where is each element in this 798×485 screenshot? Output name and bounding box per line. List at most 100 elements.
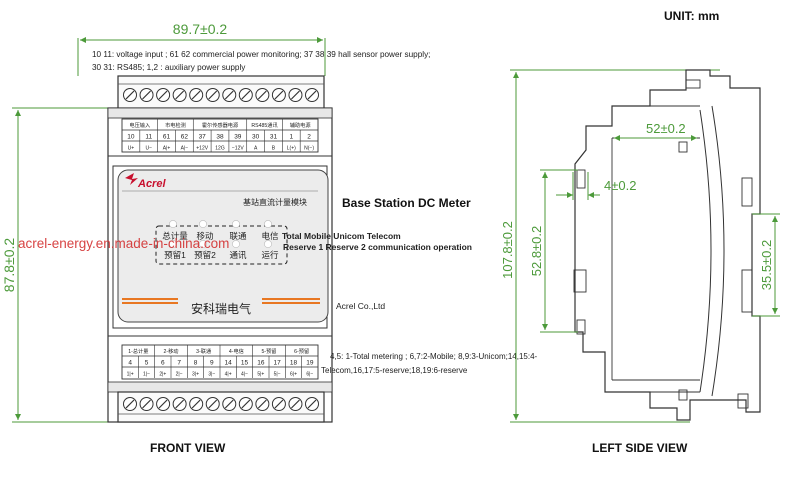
terminal-number: 31: [270, 134, 278, 141]
height-dimension: 87.8±0.2: [1, 238, 17, 293]
terminal-group-header: 3-联通: [196, 347, 212, 355]
side-height-dimension: 107.8±0.2: [500, 221, 515, 279]
terminal-signal: 4|+: [225, 372, 232, 378]
indicator-led: [169, 240, 177, 248]
terminal-signal: N(−): [304, 146, 314, 152]
width-dimension: 89.7±0.2: [173, 21, 228, 37]
terminal-signal: A|+: [163, 146, 171, 152]
terminal-number: 15: [241, 360, 249, 367]
top-terminal-table: 10 11 61 62 37 38 39 30 31 1 2U+ U− A|+ A|− +12V 12G −12…: [127, 119, 314, 152]
terminal-number: 1: [289, 134, 293, 141]
terminal-signal: 3|+: [192, 372, 199, 378]
terminal-number: 17: [274, 360, 282, 367]
terminal-group-header: 6-预留: [294, 347, 309, 355]
indicator-label: 联通: [229, 231, 247, 241]
terminal-number: 38: [216, 134, 224, 141]
top-terminal-screws: [123, 88, 319, 102]
terminal-number: 7: [177, 360, 181, 367]
indicator-label: 预留2: [194, 250, 216, 260]
indicator-led: [232, 240, 240, 248]
terminal-group-header: 1-总计量: [128, 347, 148, 355]
bottom-note-1: 4,5: 1-Total metering ; 6,7:2-Mobile; 8,…: [330, 352, 538, 361]
front-view: 89.7±0.2 10 11: voltage input ; 61 62 co…: [1, 21, 430, 455]
acrel-logo: Acrel: [137, 178, 166, 190]
terminal-group-header: 市电检测: [165, 121, 186, 129]
terminal-signal: 1|−: [143, 372, 150, 378]
terminal-number: 5: [145, 360, 149, 367]
channel-line-1: Total Mobile Unicom Telecom: [282, 231, 401, 241]
indicator-led: [232, 220, 240, 228]
indicator-led: [264, 220, 272, 228]
terminal-group-header: 2-移动: [164, 347, 179, 355]
terminal-number: 30: [252, 134, 260, 141]
terminal-number: 37: [199, 134, 207, 141]
side-right-dimension: 35.5±0.2: [759, 240, 774, 291]
indicator-led: [169, 220, 177, 228]
terminal-signal: 1|+: [127, 372, 134, 378]
terminal-number: 8: [194, 360, 198, 367]
terminal-signal: 6|−: [306, 372, 313, 378]
channel-line-2: Reserve 1 Reserve 2 communication operat…: [283, 242, 472, 252]
terminal-signal: 2|−: [176, 372, 183, 378]
terminal-number: 4: [128, 360, 132, 367]
terminal-number: 19: [306, 360, 314, 367]
terminal-number: 18: [290, 360, 298, 367]
terminal-signal: 12G: [215, 146, 225, 152]
indicator-label: 运行: [261, 250, 279, 260]
indicator-label: 通讯: [229, 250, 247, 260]
terminal-signal: 3|−: [208, 372, 215, 378]
terminal-number: 14: [225, 360, 233, 367]
front-view-label: FRONT VIEW: [150, 441, 226, 455]
brand-name: 安科瑞电气: [191, 301, 251, 316]
terminal-number: 9: [210, 360, 214, 367]
terminal-signal: L(+): [287, 146, 296, 152]
terminal-group-header: 电压输入: [129, 121, 150, 129]
terminal-signal: B: [272, 146, 276, 152]
terminal-signal: −12V: [232, 146, 244, 152]
module-title: 基站直流计量模块: [243, 197, 307, 207]
terminal-number: 16: [257, 360, 265, 367]
top-note-1: 10 11: voltage input ; 61 62 commercial …: [92, 50, 430, 59]
indicator-label: 移动: [196, 231, 214, 241]
indicator-led: [264, 240, 272, 248]
terminal-number: 6: [161, 360, 165, 367]
terminal-signal: U−: [145, 146, 152, 152]
side-top-dimension: 52±0.2: [646, 121, 686, 136]
indicator-label: 总计量: [162, 231, 188, 241]
terminal-signal: 2|+: [159, 372, 166, 378]
terminal-signal: 5|−: [274, 372, 281, 378]
terminal-group-header: 5-预留: [262, 347, 277, 355]
meter-title: Base Station DC Meter: [342, 196, 471, 210]
terminal-number: 61: [163, 134, 171, 141]
top-note-2: 30 31: RS485; 1,2 : auxiliary power supp…: [92, 63, 246, 72]
indicator-label: 预留1: [164, 250, 186, 260]
terminal-signal: 4|−: [241, 372, 248, 378]
watermark: acrel-energy.en.made-in-china.com: [18, 236, 229, 251]
terminal-signal: A: [254, 146, 258, 152]
indicator-led: [199, 220, 207, 228]
middle-annotations: Base Station DC Meter Total Mobile Unico…: [282, 196, 538, 375]
terminal-signal: +12V: [196, 146, 208, 152]
terminal-signal: U+: [128, 146, 135, 152]
side-view-label: LEFT SIDE VIEW: [592, 441, 688, 455]
terminal-number: 2: [307, 134, 311, 141]
terminal-group-header: 辅助电源: [290, 121, 312, 129]
company-name: Acrel Co.,Ltd: [336, 301, 385, 311]
terminal-group-header: 霍尔传感器电源: [202, 121, 239, 129]
terminal-number: 10: [127, 134, 135, 141]
terminal-group-header: RS485通讯: [251, 121, 278, 129]
acrel-logo-mark-icon: [125, 173, 138, 185]
side-small-dimension: 4±0.2: [604, 178, 636, 193]
side-view: 107.8±0.2 52±0.2 4±0.2: [500, 69, 780, 455]
indicator-led: [199, 240, 207, 248]
terminal-number: 39: [234, 134, 242, 141]
unit-label: UNIT: mm: [664, 9, 719, 23]
terminal-signal: A|−: [181, 146, 189, 152]
bottom-note-2: Telecom,16,17:5-reserve;18,19:6-reserve: [321, 366, 468, 375]
terminal-number: 62: [181, 134, 189, 141]
side-mid-dimension: 52.8±0.2: [529, 226, 544, 277]
terminal-group-header: 4-电信: [229, 347, 244, 355]
terminal-number: 11: [145, 134, 152, 141]
